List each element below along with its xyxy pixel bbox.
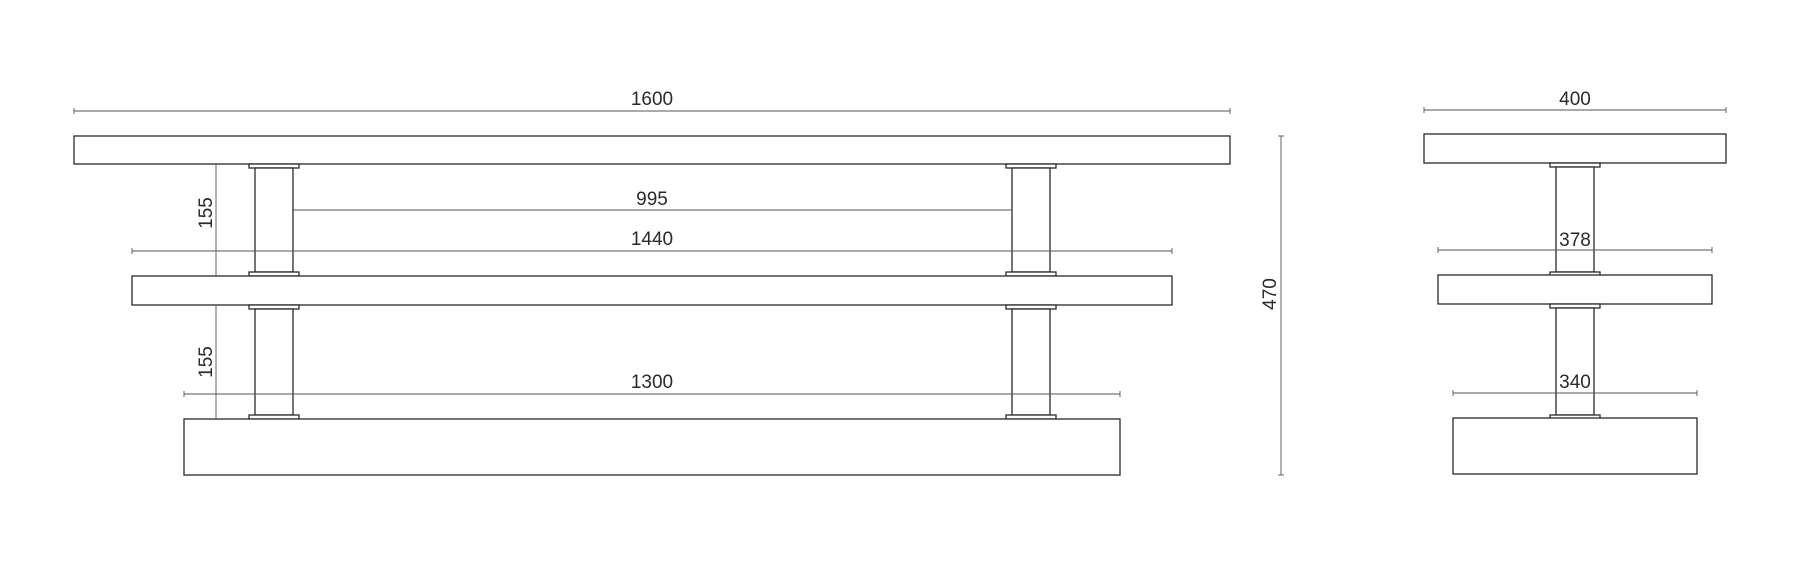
side-top-board [1423, 133, 1727, 164]
side-upper-post [1549, 162, 1601, 277]
dim-post-spacing: 995 [293, 189, 1012, 211]
dim-label-upper-gap: 155 [196, 197, 217, 229]
dim-label-top-depth: 400 [1559, 89, 1591, 110]
dim-overall-width: 1600 [73, 89, 1231, 114]
side-view: 400 378 340 [1423, 89, 1727, 475]
dim-overall-height: 470 [1260, 135, 1284, 476]
dim-label-middle-depth: 378 [1559, 230, 1591, 251]
dim-label-lower-gap: 155 [196, 346, 217, 378]
top-board [73, 135, 1231, 165]
dim-lower-gap: 155 [196, 305, 217, 419]
side-bottom-base [1452, 417, 1698, 475]
middle-shelf [131, 275, 1173, 306]
dim-upper-gap: 155 [196, 164, 217, 276]
side-middle-shelf [1437, 274, 1713, 305]
dim-middle-depth: 378 [1437, 230, 1713, 253]
upper-post-right [1005, 163, 1057, 277]
dim-label-middle-shelf-width: 1440 [631, 229, 673, 250]
dim-bottom-depth: 340 [1452, 372, 1698, 396]
bottom-base [183, 418, 1121, 476]
dim-label-overall-width: 1600 [631, 89, 673, 110]
front-view: 1600 995 1440 [73, 89, 1231, 476]
dim-label-bottom-depth: 340 [1559, 372, 1591, 393]
upper-post-left [248, 163, 300, 277]
side-lower-post [1549, 303, 1601, 420]
lower-post-right [1005, 304, 1057, 420]
dim-label-post-spacing: 995 [636, 189, 668, 210]
dim-bottom-shelf-width: 1300 [183, 372, 1121, 397]
dim-top-depth: 400 [1423, 89, 1727, 113]
dim-label-overall-height: 470 [1260, 278, 1281, 310]
dim-label-bottom-shelf-width: 1300 [631, 372, 673, 393]
dim-middle-shelf-width: 1440 [131, 229, 1173, 254]
lower-post-left [248, 304, 300, 420]
